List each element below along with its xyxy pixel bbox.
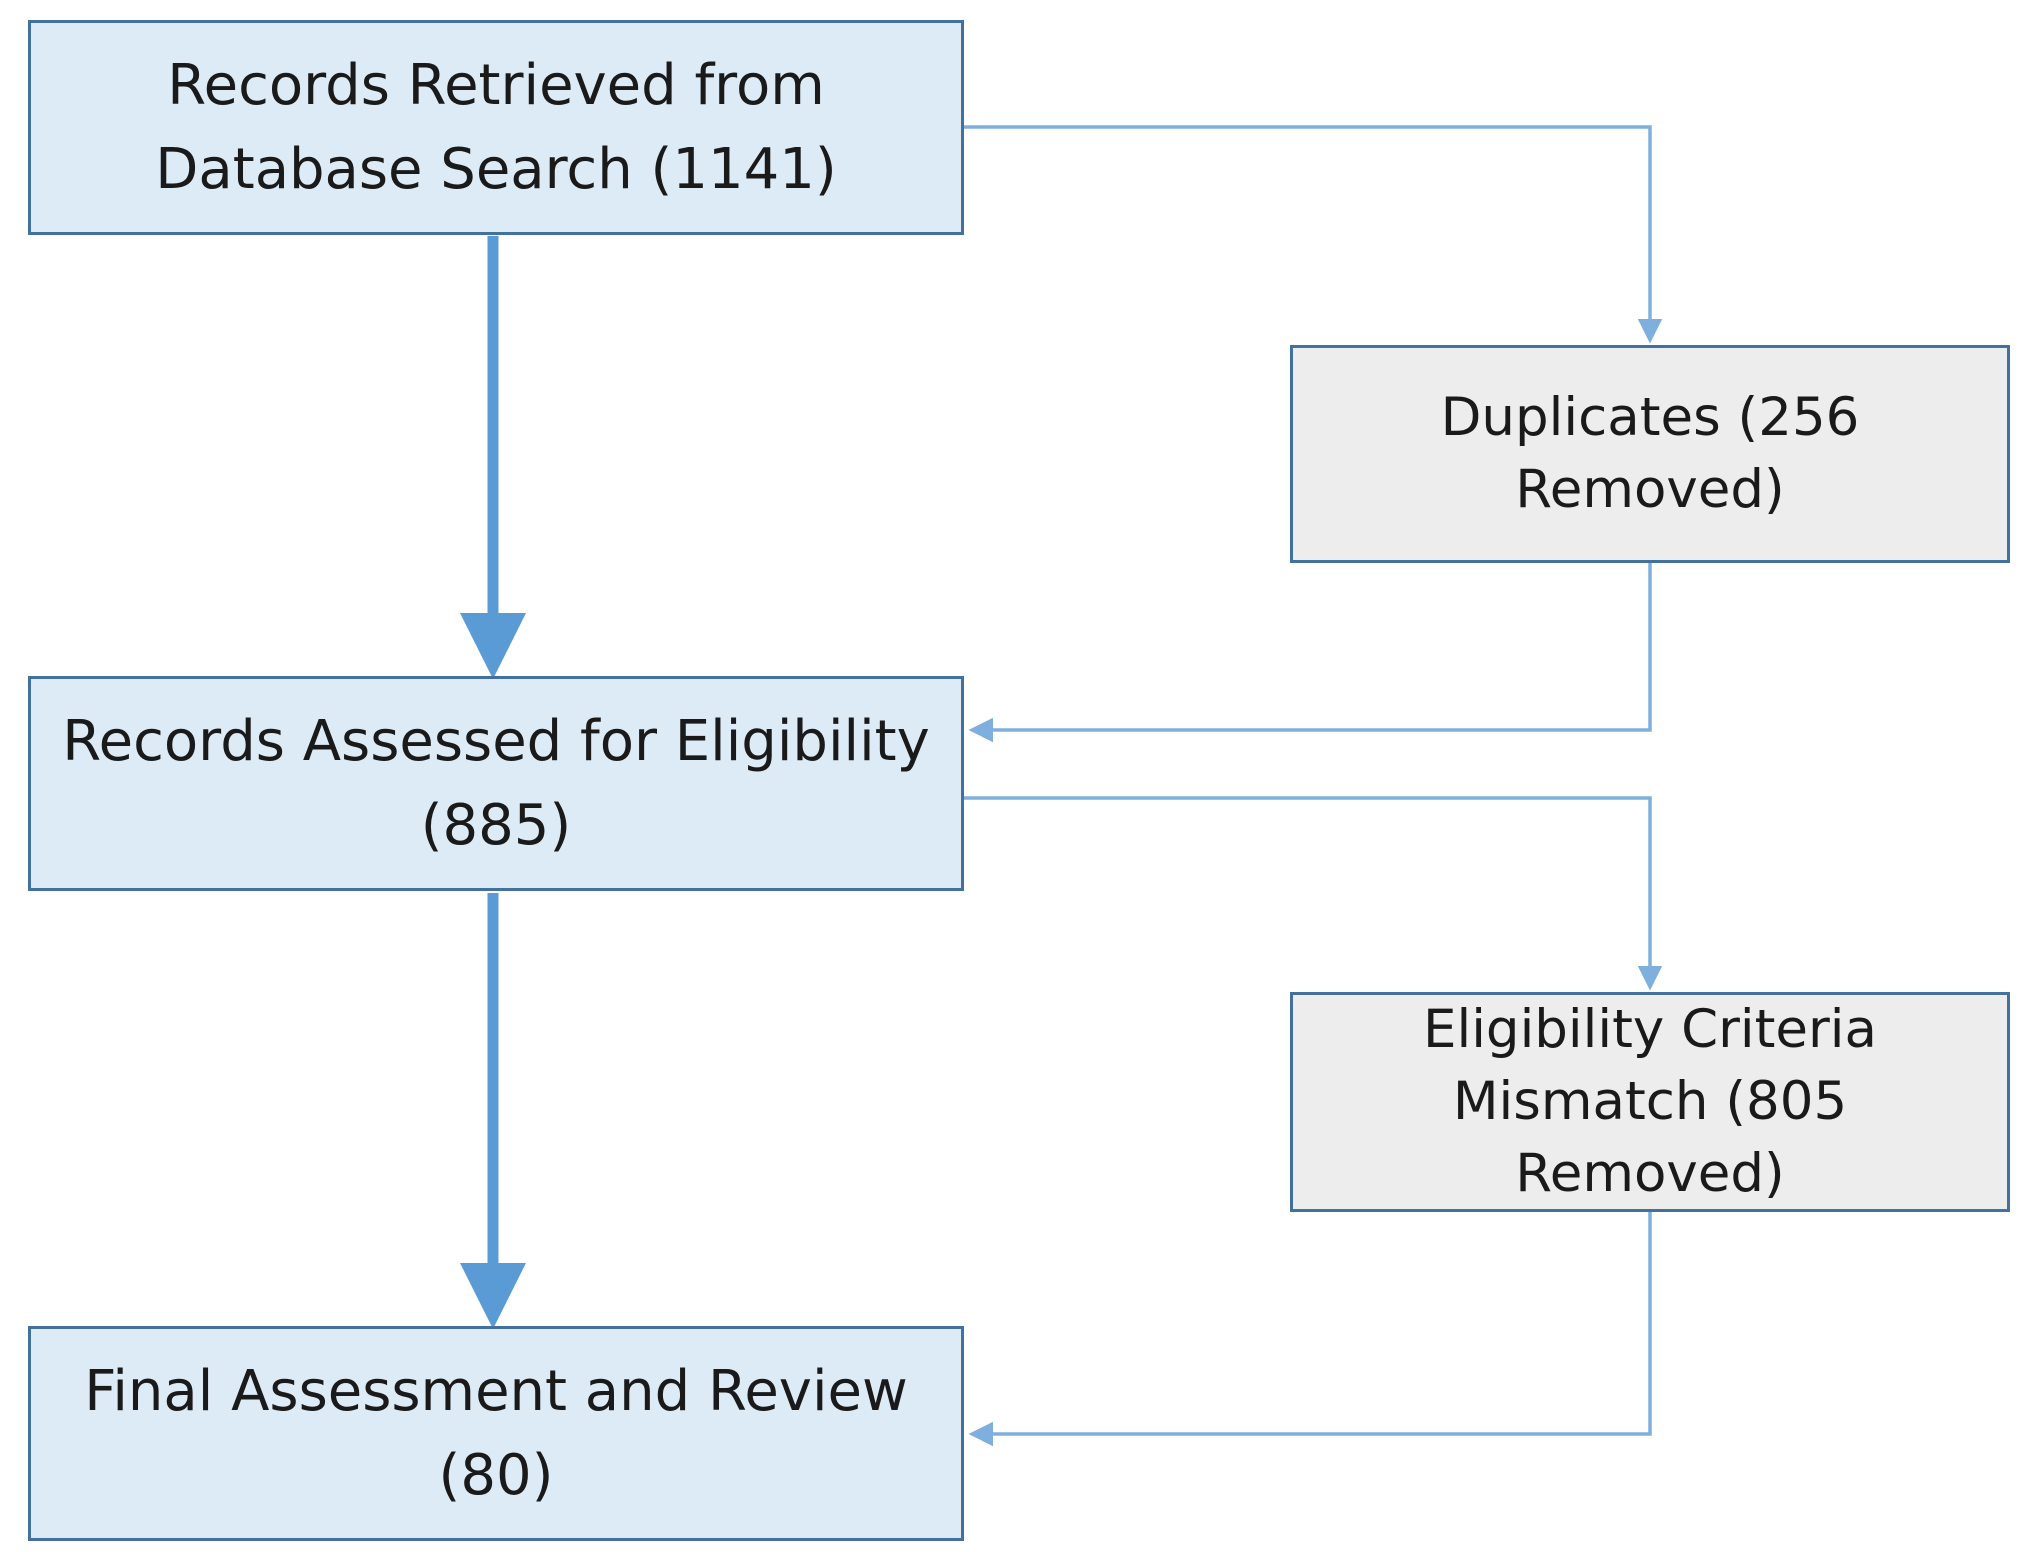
node-duplicates: Duplicates (256 Removed) [1290,345,2010,563]
edge-duplicates-to-assessed [968,563,1652,743]
node-criteria-mismatch-label: Eligibility Criteria Mismatch (805 Remov… [1422,999,1878,1204]
edge-assessed-to-mismatch [964,796,1663,991]
node-final-assessment-label: Final Assessment and Review (80) [84,1358,908,1508]
node-final-assessment: Final Assessment and Review (80) [28,1326,964,1541]
node-records-assessed: Records Assessed for Eligibility (885) [28,676,964,891]
node-criteria-mismatch: Eligibility Criteria Mismatch (805 Remov… [1290,992,2010,1212]
node-records-retrieved: Records Retrieved from Database Search (… [28,20,964,235]
node-records-assessed-label: Records Assessed for Eligibility (885) [62,708,930,858]
node-records-retrieved-label: Records Retrieved from Database Search (… [155,52,837,202]
edge-mismatch-to-final [968,1212,1652,1447]
edge-retrieved-to-duplicates [964,125,1663,344]
node-duplicates-label: Duplicates (256 Removed) [1440,387,1860,520]
